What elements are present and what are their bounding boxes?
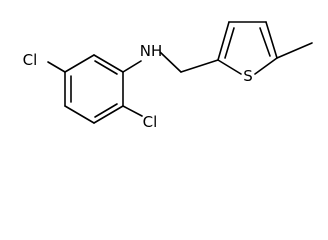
atom-label-sulfur: S <box>243 67 253 85</box>
bond-th-c4-c5 <box>265 21 278 59</box>
bond-n-ch2 <box>159 51 182 73</box>
bond-ch2-thiophene <box>180 59 219 73</box>
atom-label-cl-bottom: Cl <box>143 113 158 131</box>
bond-ring-c5-c6 <box>64 105 95 124</box>
bond-c1-cl <box>47 61 66 73</box>
molecule-structure: Cl NH S Cl <box>23 21 313 131</box>
bond-th-c5-s <box>254 57 278 75</box>
double-bond-c2-c3 <box>94 60 118 75</box>
bond-methyl <box>276 42 313 59</box>
double-bond-c4-c5 <box>94 103 118 118</box>
bond-th-s-c2 <box>217 59 242 75</box>
atom-label-nh: NH <box>140 42 163 60</box>
bond-ring-c4-c5 <box>93 105 124 124</box>
bond-ring-c1-c2 <box>64 54 95 73</box>
bond-ring-c2-c3 <box>93 54 124 73</box>
double-bond-th-c4-c5 <box>259 27 271 57</box>
double-bond-th-c2-c3 <box>224 27 235 59</box>
bond-c3-n <box>122 60 142 73</box>
atom-label-cl-left: Cl <box>23 51 38 69</box>
bond-th-c2-c3 <box>217 21 230 61</box>
bond-c4-cl <box>122 105 143 117</box>
molecule-canvas: Cl NH S Cl <box>23 21 313 131</box>
